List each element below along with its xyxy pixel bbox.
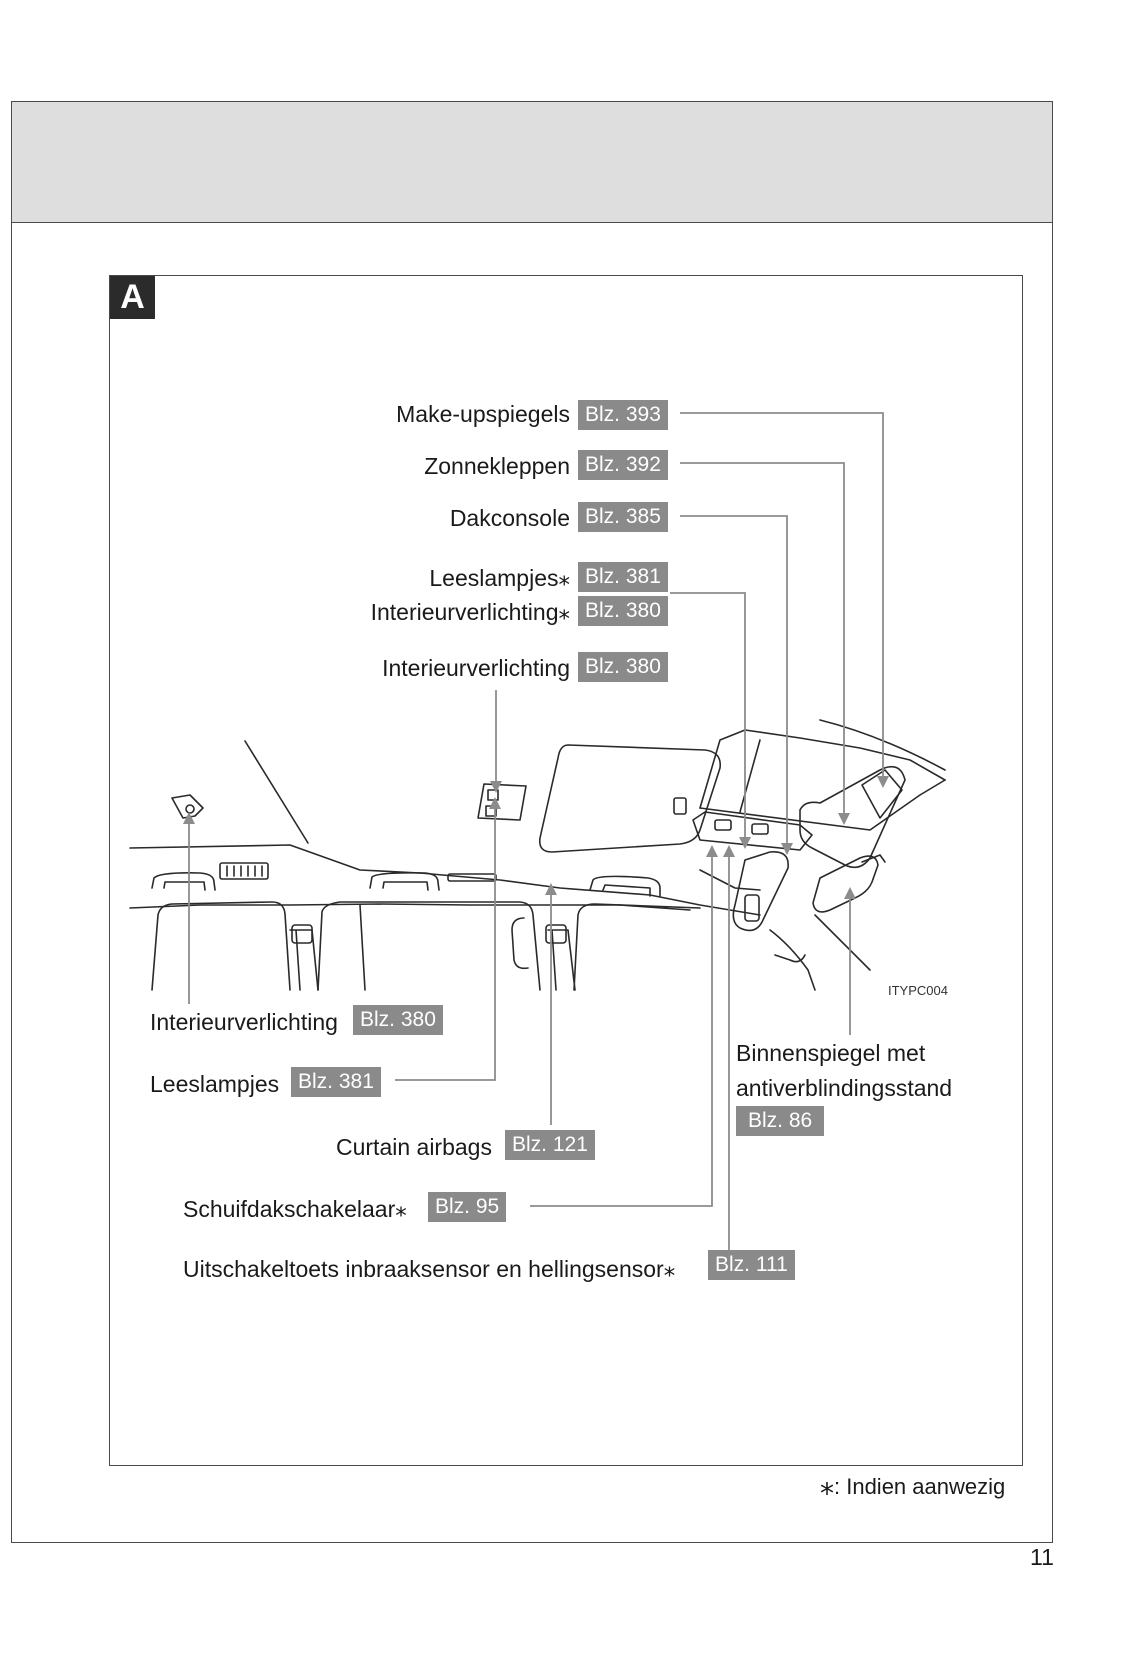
callout-middle-leeslampjes-page[interactable]: Blz. 381 (291, 1067, 381, 1097)
callout-make-upspiegels-page[interactable]: Blz. 393 (578, 400, 668, 430)
callout-middle-leeslampjes-label: Leeslampjes (150, 1071, 280, 1097)
callout-binnenspiegel-page[interactable]: Blz. 86 (736, 1106, 825, 1136)
callout-rear-interieurverlichting-page[interactable]: Blz. 380 (353, 1005, 443, 1035)
callout-binnenspiegel-line1: Binnenspiegel met (736, 1040, 926, 1066)
callout-dakconsole-label: Dakconsole (449, 505, 570, 531)
callout-leeslampjes-page[interactable]: Blz. 381 (578, 562, 668, 592)
footnote: ⁎: Indien aanwezig (820, 1468, 1005, 1501)
car-ceiling-drawing (129, 719, 946, 991)
section-letter: A (110, 276, 155, 319)
callout-binnenspiegel-line2: antiverblindingsstand (736, 1075, 953, 1101)
callout-interieurverlichting-label: Interieurverlichting (382, 655, 570, 681)
footnote-symbol: ⁎ (820, 1469, 834, 1500)
callout-curtain-airbags-page[interactable]: Blz. 121 (505, 1130, 595, 1160)
callout-leeslampjes-label: Leeslampjes⁎ (429, 565, 570, 591)
callout-zonnekleppen-label: Zonnekleppen (424, 453, 570, 479)
illustration-code: ITYPC004 (888, 983, 948, 998)
header-band (11, 101, 1053, 223)
leader-lines (188, 412, 884, 1260)
callout-interieurverlichting-optional-page[interactable]: Blz. 380 (578, 596, 668, 626)
callout-schuifdakschakelaar-page[interactable]: Blz. 95 (428, 1192, 507, 1222)
footnote-text: : Indien aanwezig (834, 1474, 1006, 1499)
callout-dakconsole-page[interactable]: Blz. 385 (578, 502, 668, 532)
section-box (109, 275, 1023, 1466)
callout-rear-interieurverlichting-label: Interieurverlichting (150, 1009, 338, 1035)
callout-interieurverlichting-page[interactable]: Blz. 380 (578, 652, 668, 682)
callout-curtain-airbags-label: Curtain airbags (336, 1134, 492, 1160)
callout-zonnekleppen-page[interactable]: Blz. 392 (578, 450, 668, 480)
leader-arrowheads (183, 776, 889, 899)
callout-schuifdakschakelaar-label: Schuifdakschakelaar⁎ (183, 1196, 407, 1222)
page-number: 11 (1030, 1544, 1054, 1570)
callout-make-upspiegels-label: Make-upspiegels (396, 401, 570, 427)
callout-uitschakeltoets-page[interactable]: Blz. 111 (708, 1250, 795, 1280)
callout-uitschakeltoets-label: Uitschakeltoets inbraaksensor en helling… (183, 1256, 676, 1282)
callout-interieurverlichting-optional-label: Interieurverlichting⁎ (370, 599, 570, 625)
